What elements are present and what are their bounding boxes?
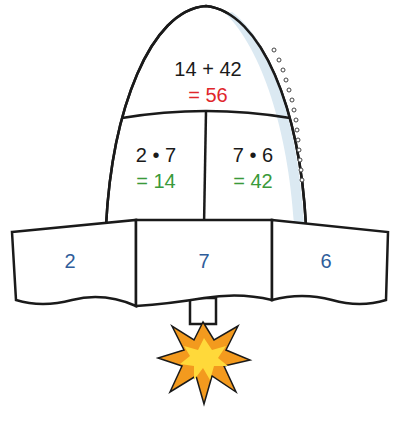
result-text: = 42	[215, 168, 291, 194]
right-body-section: 7 • 6= 42	[211, 140, 295, 196]
result-text: = 14	[118, 168, 194, 194]
rocket-flame-core	[180, 338, 228, 380]
right-fin	[272, 220, 388, 304]
section-divider	[204, 111, 206, 226]
rocket-shade	[226, 12, 304, 224]
nose-section: 14 + 42= 56	[153, 54, 263, 110]
result-text: = 56	[157, 82, 259, 108]
rocket-nozzle	[190, 298, 216, 324]
left-fin	[12, 220, 136, 306]
rocket-body	[106, 6, 306, 226]
rocket-flame	[158, 322, 250, 404]
fin-number: 7	[174, 246, 234, 276]
fin-number: 6	[296, 246, 356, 276]
expression-text: 7 • 6	[215, 142, 291, 168]
expression-text: 14 + 42	[157, 56, 259, 82]
left-body-section: 2 • 7= 14	[114, 140, 198, 196]
fin-number: 2	[40, 246, 100, 276]
expression-text: 2 • 7	[118, 142, 194, 168]
rocket-outline	[106, 6, 306, 226]
expression-text: 7	[178, 248, 230, 274]
middle-fin	[136, 220, 272, 306]
expression-text: 2	[44, 248, 96, 274]
expression-text: 6	[300, 248, 352, 274]
